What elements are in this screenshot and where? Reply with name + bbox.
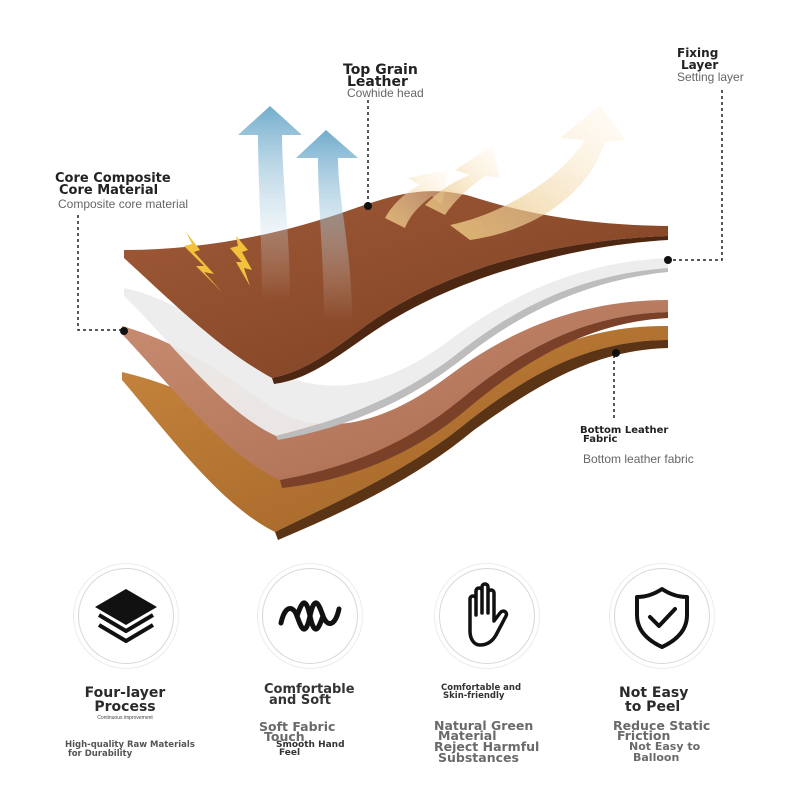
top-grain-title-1: Top Grain [343, 62, 418, 78]
layers-icon [95, 589, 157, 643]
feature-1-note: High-quality Raw Materials for Durabilit… [65, 741, 195, 759]
feature-2-note: Smooth Hand Feel [276, 740, 345, 758]
wave-icon [278, 600, 342, 632]
feature-4-title-1: Not Easy [619, 685, 689, 701]
feature-4-text: Not Easy to Peel [619, 686, 688, 714]
shield-check-icon [635, 587, 689, 649]
callout-dots [120, 202, 672, 357]
feature-3-title-2: Skin-friendly [443, 691, 505, 701]
top-grain-callout: Top Grain Leather Cowhide head [343, 62, 424, 100]
heat-arrows [385, 105, 625, 240]
feature-3-badge [439, 568, 535, 664]
top-grain-title-2: Leather [347, 74, 408, 90]
feature-2-badge [262, 568, 358, 664]
core-title-1: Core Composite [55, 171, 171, 186]
fixing-title-1: Fixing [677, 46, 719, 60]
feature-1-badge [78, 568, 174, 664]
leather-layers-illustration [77, 90, 723, 540]
feature-3-sub-1: Natural Green [434, 718, 534, 733]
feature-2-sub-2: Touch [264, 729, 305, 744]
feature-4-sub-2: Friction [617, 728, 671, 743]
top-grain-subtitle: Cowhide head [347, 86, 424, 100]
feature-1-tiny: Continuous improvement [97, 715, 153, 721]
breathability-arrows [238, 106, 358, 320]
feature-3-sub-2: Material [438, 728, 497, 743]
fixing-title-2: Layer [681, 58, 719, 72]
feature-2-title-2: and Soft [269, 693, 332, 708]
feature-4-sub: Reduce Static Friction Not Easy to Ballo… [613, 718, 711, 764]
feature-1-note-1: High-quality Raw Materials [65, 740, 195, 750]
core-title-2: Core Material [59, 183, 159, 198]
core-material-layer [122, 300, 668, 488]
feature-2-note-1: Smooth Hand [276, 740, 345, 750]
bottom-subtitle: Bottom leather fabric [583, 452, 694, 466]
bottom-title-2: Fabric [583, 434, 618, 445]
feature-4-title-2: to Peel [625, 699, 681, 715]
feature-2-text: Comfortable and Soft [264, 682, 355, 708]
feature-3-sub-3: Reject Harmful [434, 739, 540, 754]
core-callout: Core Composite Core Material Composite c… [55, 171, 189, 211]
fixing-layer [124, 258, 668, 440]
feature-4-sub-1: Reduce Static [613, 718, 711, 733]
static-lightning-icon [184, 232, 252, 292]
feature-2-title-1: Comfortable [264, 682, 355, 697]
hand-icon [468, 582, 509, 647]
feature-2-note-2: Feel [279, 748, 301, 758]
callout-leader-lines [77, 90, 723, 420]
top-grain-leather-layer [124, 191, 668, 384]
feature-2-sub: Soft Fabric Touch [259, 719, 336, 744]
feature-1-note-2: for Durability [68, 749, 133, 759]
bottom-title-1: Bottom Leather [580, 425, 669, 436]
feature-3-sub: Natural Green Material Reject Harmful Su… [434, 718, 540, 765]
feature-3-sub-4: Substances [438, 750, 519, 765]
feature-1-title-2: Process [94, 699, 156, 715]
feature-3-text: Comfortable and Skin-friendly [441, 683, 522, 701]
bottom-leather-layer [122, 325, 668, 540]
feature-1-title-1: Four-layer [84, 685, 166, 701]
feature-4-sub-3: Not Easy to [629, 740, 701, 753]
feature-4-sub-4: Balloon [633, 751, 680, 764]
feature-1-text: Four-layer Process Continuous improvemen… [60, 686, 190, 721]
bottom-callout: Bottom Leather Fabric Bottom leather fab… [580, 425, 694, 467]
feature-3-title-1: Comfortable and [441, 683, 522, 693]
core-subtitle: Composite core material [58, 197, 189, 211]
fixing-subtitle: Setting layer [677, 70, 744, 84]
fixing-callout: Fixing Layer Setting layer [677, 47, 744, 84]
feature-4-badge [614, 568, 710, 664]
feature-2-sub-1: Soft Fabric [259, 719, 336, 734]
